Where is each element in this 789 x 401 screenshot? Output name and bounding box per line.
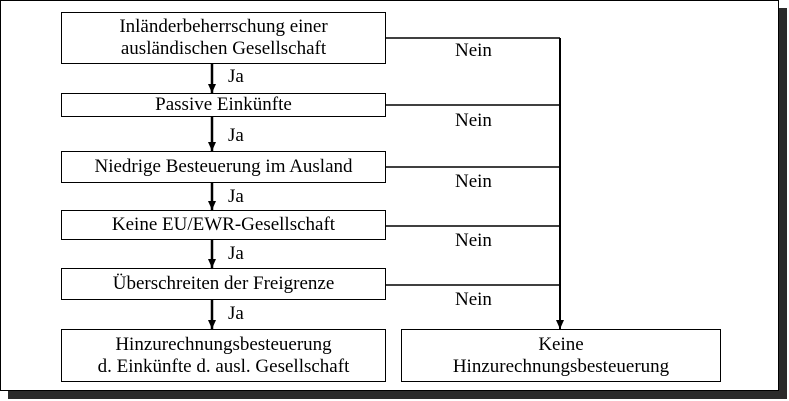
step-2-line-1: Passive Einkünfte [155,94,292,115]
step-box-4: Keine EU/EWR-Gesellschaft [61,210,386,240]
no-label-2: Nein [455,110,492,131]
outcome-no-box: Keine Hinzurechnungsbesteuerung [401,329,721,382]
outcome-no-line-2: Hinzurechnungsbesteuerung [452,355,670,377]
step-3-line-1: Niedrige Besteuerung im Ausland [94,156,353,177]
frame-shadow-right [779,8,787,399]
no-label-5: Nein [455,289,492,310]
step-box-3: Niedrige Besteuerung im Ausland [61,151,386,183]
step-1-line-1: Inländerbeherrschung einer [119,16,328,37]
yes-label-5: Ja [228,303,244,324]
step-1-line-2: ausländischen Gesellschaft [120,38,327,59]
yes-label-1: Ja [228,66,244,87]
outcome-yes-box: Hinzurechnungsbesteuerung d. Einkünfte d… [61,329,386,382]
yes-label-4: Ja [228,243,244,264]
outcome-yes-line-1: Hinzurechnungsbesteuerung [115,333,332,355]
outcome-yes-line-2: d. Einkünfte d. ausl. Gesellschaft [97,355,350,377]
step-box-5: Überschreiten der Freigrenze [61,268,386,300]
step-4-line-1: Keine EU/EWR-Gesellschaft [111,214,336,235]
no-label-4: Nein [455,230,492,251]
no-label-1: Nein [455,40,492,61]
diagram-frame [0,0,779,391]
frame-shadow-bottom [8,391,787,399]
yes-label-2: Ja [228,125,244,146]
step-5-line-1: Überschreiten der Freigrenze [112,273,335,294]
step-box-2: Passive Einkünfte [61,93,386,117]
step-box-1: Inländerbeherrschung einer ausländischen… [61,12,386,64]
yes-label-3: Ja [228,186,244,207]
outcome-no-line-1: Keine [538,333,584,355]
no-label-3: Nein [455,171,492,192]
